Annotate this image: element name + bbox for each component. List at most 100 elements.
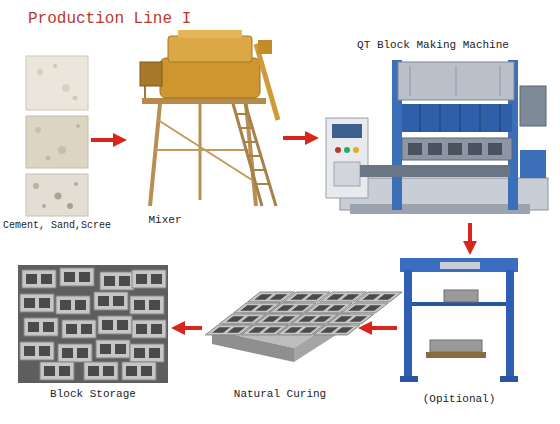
mixer-illustration xyxy=(232,100,262,206)
stacker-illustration xyxy=(400,376,418,382)
block-machine-illustration xyxy=(500,104,501,132)
station-caption: (Opitional) xyxy=(422,393,497,406)
block-storage-photo xyxy=(130,344,164,362)
material-photo xyxy=(37,69,43,75)
block-machine-illustration xyxy=(402,104,512,132)
block-machine-illustration xyxy=(398,62,514,100)
block-machine-illustration xyxy=(334,162,360,186)
block-machine-illustration xyxy=(408,143,422,155)
curing-blocks-illustration xyxy=(327,314,374,324)
block-storage-photo xyxy=(132,320,166,338)
station-caption: Block Storage xyxy=(49,388,137,401)
block-storage-photo xyxy=(20,294,54,312)
block-storage-photo xyxy=(18,265,168,383)
station-caption: QT Block Making Machine xyxy=(356,39,510,52)
block-machine-illustration xyxy=(480,104,481,132)
material-photo xyxy=(74,182,78,186)
stacker-illustration xyxy=(404,270,412,380)
stacker-illustration xyxy=(440,262,480,269)
machine-station: Natural Curing xyxy=(205,284,355,372)
material-photo xyxy=(26,56,88,216)
material-photo xyxy=(76,124,80,128)
mixer-illustration xyxy=(140,62,162,86)
block-storage-photo xyxy=(122,362,156,380)
mixer-illustration xyxy=(256,44,278,120)
diagram-title: Production Line I xyxy=(28,10,191,28)
mixer-illustration xyxy=(158,120,252,180)
mixer-illustration xyxy=(244,100,276,206)
block-machine-illustration xyxy=(326,60,548,214)
block-storage-photo xyxy=(40,362,74,380)
block-machine-illustration xyxy=(456,66,457,96)
stacker-illustration xyxy=(412,302,506,306)
stacker-illustration xyxy=(506,270,514,380)
material-photo xyxy=(42,204,46,208)
mixer-illustration xyxy=(248,155,261,157)
stacker-illustration xyxy=(500,376,518,382)
material-photo xyxy=(33,183,39,189)
block-machine-illustration xyxy=(448,143,462,155)
material-photo xyxy=(53,64,57,68)
block-storage-photo xyxy=(94,292,128,310)
mixer-illustration xyxy=(168,36,252,62)
mixer-illustration xyxy=(199,104,202,200)
block-machine-illustration xyxy=(360,165,510,177)
machine-station: Cement, Sand,Scree xyxy=(26,56,88,216)
block-machine-illustration xyxy=(520,86,546,126)
flow-arrow xyxy=(468,223,472,248)
block-storage-photo xyxy=(96,340,130,358)
material-photo xyxy=(58,146,66,154)
material-photo xyxy=(46,156,51,161)
block-storage-photo xyxy=(132,270,166,288)
material-photo xyxy=(26,116,88,168)
block-storage-photo xyxy=(130,296,164,314)
block-machine-illustration xyxy=(440,104,441,132)
block-storage-photo xyxy=(62,320,96,338)
block-machine-illustration xyxy=(428,143,442,155)
material-photo xyxy=(62,84,70,92)
stacker-illustration xyxy=(426,352,486,358)
machine-station: Block Storage xyxy=(18,265,168,383)
machine-station: QT Block Making Machine xyxy=(322,58,548,220)
machine-station: (Opitional) xyxy=(400,258,518,383)
block-storage-photo xyxy=(60,268,94,286)
material-photo xyxy=(26,56,88,110)
stacker-illustration xyxy=(430,340,482,352)
block-machine-illustration xyxy=(326,118,368,198)
stacker-illustration xyxy=(400,258,518,272)
curing-blocks-illustration xyxy=(313,325,360,335)
block-machine-illustration xyxy=(520,150,546,178)
curing-blocks-illustration xyxy=(205,292,402,335)
material-photo xyxy=(73,96,78,101)
station-caption: Cement, Sand,Scree xyxy=(2,220,112,232)
block-machine-illustration xyxy=(335,147,341,153)
block-machine-illustration xyxy=(350,204,530,214)
block-machine-illustration xyxy=(353,147,359,153)
curing-blocks-illustration xyxy=(341,303,388,313)
block-machine-illustration xyxy=(344,147,350,153)
mixer-illustration xyxy=(236,113,248,115)
block-storage-photo xyxy=(18,265,168,383)
flow-arrow xyxy=(91,138,120,142)
stacker-illustration xyxy=(444,290,478,302)
block-storage-photo xyxy=(22,270,56,288)
block-machine-illustration xyxy=(500,66,501,96)
block-machine-illustration xyxy=(488,143,502,155)
mixer-illustration xyxy=(140,30,278,206)
block-storage-photo xyxy=(98,316,132,334)
block-storage-photo xyxy=(56,296,90,314)
block-machine-illustration xyxy=(460,104,461,132)
curing-blocks-illustration xyxy=(356,292,403,302)
mixer-illustration xyxy=(258,40,272,54)
material-photo xyxy=(26,174,88,216)
block-machine-illustration xyxy=(468,143,482,155)
flow-arrow xyxy=(283,136,312,140)
material-photo xyxy=(55,193,62,200)
block-storage-photo xyxy=(20,342,54,360)
mixer-illustration xyxy=(142,98,266,104)
block-machine-illustration xyxy=(410,66,411,96)
flow-arrow xyxy=(178,326,202,330)
